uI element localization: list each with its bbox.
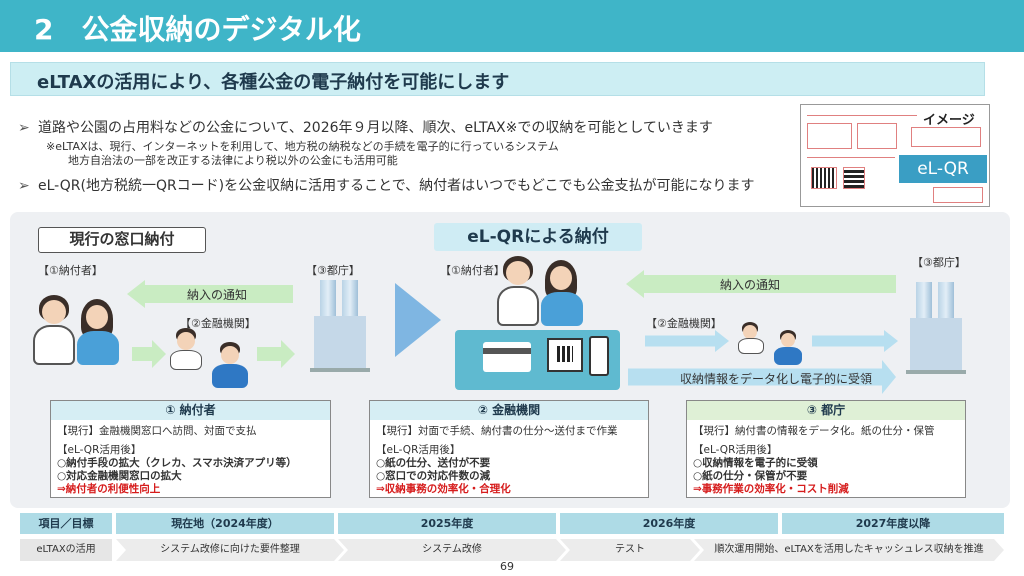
- page-subtitle: eLTAXの活用により、各種公金の電子納付を可能にします: [37, 72, 510, 93]
- info-box-header: ② 金融機関: [370, 401, 648, 420]
- benefit-item: ○紙の仕分・保管が不要: [693, 470, 808, 482]
- smartphone-icon: [589, 336, 609, 376]
- payer-label: 【①納付者】: [38, 264, 103, 277]
- result-text: ⇒事務作業の効率化・コスト削減: [693, 483, 849, 495]
- current-status: 【現行】対面で手続、納付書の仕分～送付まで作業: [376, 425, 618, 437]
- payer-person-icon: [497, 254, 587, 328]
- payment-slip-image: イメージ eL-QR: [800, 104, 990, 207]
- form-line: [807, 157, 895, 158]
- government-info-box: ③ 都庁 【現行】納付書の情報をデータ化。紙の仕分・保管 【eL-QR活用後】 …: [686, 400, 966, 498]
- government-building-icon: [310, 280, 370, 380]
- notice-arrow-label: 納入の通知: [720, 278, 781, 292]
- benefit-item: ○窓口での対応件数の減: [376, 470, 491, 482]
- payer-label: 【①納付者】: [440, 264, 505, 277]
- data-transfer-label: 収納情報をデータ化し電子的に受領: [680, 372, 873, 386]
- bank-label: 【②金融機関】: [180, 317, 256, 330]
- current-status: 【現行】納付書の情報をデータ化。紙の仕分・保管: [693, 425, 935, 437]
- payer-info-box: ① 納付者 【現行】金融機関窓口へ訪問、対面で支払 【eL-QR活用後】 ○納付…: [50, 400, 331, 498]
- form-box: [911, 127, 981, 147]
- note-line: 地方自治法の一部を改正する法律により税以外の公金にも活用可能: [68, 154, 398, 167]
- bank-teller-icon: [170, 328, 250, 388]
- form-box: [933, 187, 983, 203]
- bank-info-box: ② 金融機関 【現行】対面で手続、納付書の仕分～送付まで作業 【eL-QR活用後…: [369, 400, 649, 498]
- flow-arrow: [812, 330, 898, 352]
- table-header: 2025年度: [338, 513, 556, 534]
- el-qr-badge: eL-QR: [899, 155, 987, 183]
- after-label: 【eL-QR活用後】: [693, 444, 778, 456]
- government-label: 【③都庁】: [912, 256, 966, 269]
- bullet-item: ➢ 道路や公園の占用料などの公金について、2026年９月以降、順次、eLTAX※で…: [18, 117, 713, 137]
- table-header: 現在地（2024年度）: [116, 513, 334, 534]
- info-box-header: ③ 都庁: [687, 401, 965, 420]
- table-header: 2026年度: [560, 513, 778, 534]
- note-line: ※eLTAXは、現行、インターネットを利用して、地方税の納税などの手続を電子的に…: [46, 140, 559, 153]
- benefit-item: ○紙の仕分、送付が不要: [376, 457, 491, 469]
- credit-card-icon: [483, 342, 531, 372]
- bullet-arrow-icon: ➢: [18, 178, 30, 194]
- table-cell: システム改修: [422, 544, 482, 555]
- government-label: 【③都庁】: [306, 264, 360, 277]
- cashless-payment-illustration: [455, 330, 620, 390]
- flow-arrow: [645, 330, 729, 352]
- subtitle-bar: eLTAXの活用により、各種公金の電子納付を可能にします: [10, 62, 985, 96]
- barcode-icon: [811, 167, 837, 189]
- page-title: 2 公金収納のデジタル化: [34, 13, 361, 46]
- form-box: [807, 123, 852, 149]
- timeline-chevron: [694, 539, 1004, 561]
- after-label: 【eL-QR活用後】: [57, 444, 142, 456]
- page-number: 69: [500, 560, 514, 573]
- table-cell: システム改修に向けた要件整理: [160, 544, 300, 555]
- bullet-text: 道路や公園の占用料などの公金について、2026年９月以降、順次、eLTAX※での…: [38, 120, 713, 136]
- benefit-item: ○納付手段の拡大（クレカ、スマホ決済アプリ等）: [57, 457, 297, 469]
- table-header: 2027年度以降: [782, 513, 1004, 534]
- bullet-item: ➢ eL-QR(地方税統一QRコード)を公金収納に活用することで、納付者はいつでも…: [18, 175, 754, 195]
- result-text: ⇒納付者の利便性向上: [57, 483, 161, 495]
- current-status: 【現行】金融機関窓口へ訪問、対面で支払: [57, 425, 257, 437]
- section-tag-current: 現行の窓口納付: [38, 227, 206, 253]
- result-text: ⇒収納事務の効率化・合理化: [376, 483, 511, 495]
- after-label: 【eL-QR活用後】: [376, 444, 461, 456]
- table-header: 項目／目標: [20, 513, 112, 534]
- title-bar: 2 公金収納のデジタル化: [0, 0, 1024, 52]
- timeline-chevron: [338, 539, 566, 561]
- image-label: イメージ: [923, 113, 975, 128]
- payer-person-icon: [33, 293, 123, 367]
- table-cell: テスト: [615, 544, 645, 555]
- notice-arrow-label: 納入の通知: [187, 288, 248, 302]
- form-box: [857, 123, 897, 149]
- qr-screen-icon: [547, 338, 583, 372]
- bank-label: 【②金融機関】: [646, 317, 722, 330]
- bullet-arrow-icon: ➢: [18, 120, 30, 136]
- timeline-chevron: [116, 539, 344, 561]
- table-row-label: eLTAXの活用: [20, 539, 112, 561]
- table-cell: 順次運用開始、eLTAXを活用したキャッシュレス収納を推進: [714, 544, 984, 555]
- government-building-icon: [906, 282, 966, 382]
- benefit-item: ○収納情報を電子的に受領: [693, 457, 818, 469]
- bullet-text: eL-QR(地方税統一QRコード)を公金収納に活用することで、納付者はいつでもど…: [38, 178, 755, 194]
- section-tag-elqr: eL-QRによる納付: [434, 223, 642, 251]
- qr-code-icon: [843, 167, 865, 189]
- info-box-header: ① 納付者: [51, 401, 330, 420]
- benefit-item: ○対応金融機関窓口の拡大: [57, 470, 182, 482]
- form-line: [807, 115, 917, 116]
- bank-teller-icon: [738, 322, 802, 366]
- timeline-chevron: [560, 539, 700, 561]
